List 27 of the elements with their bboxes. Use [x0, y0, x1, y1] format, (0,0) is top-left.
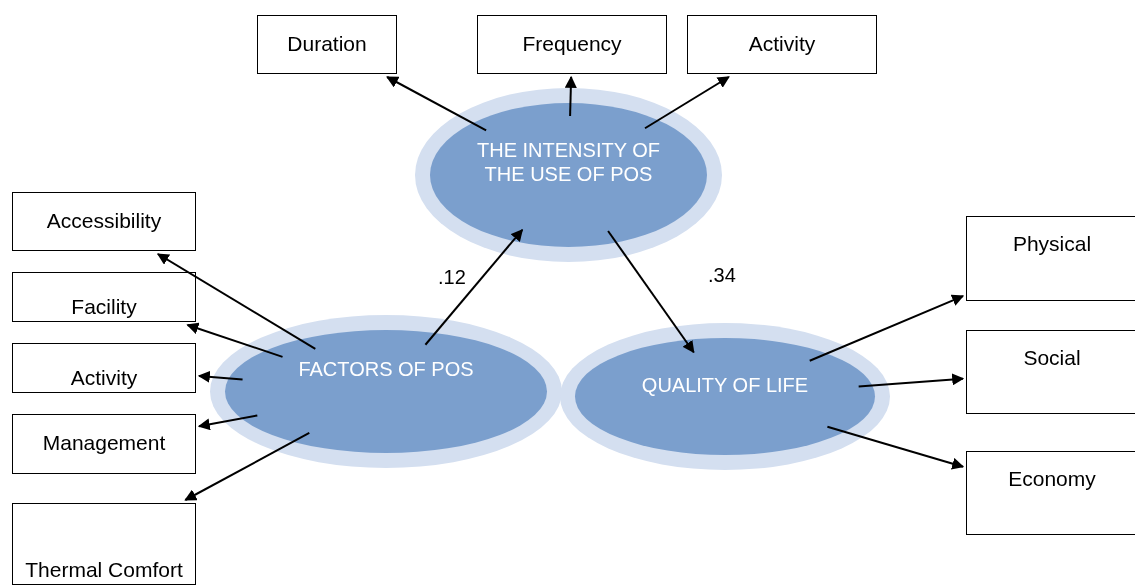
text-box: Accessibility: [12, 192, 196, 251]
text-box: Activity: [687, 15, 877, 74]
node-label: FACTORS OF POS: [297, 357, 475, 381]
text-box: Duration: [257, 15, 397, 74]
node-label: THE INTENSITY OF THE USE OF POS: [476, 138, 661, 186]
arrow: [197, 370, 244, 383]
arrow: [156, 253, 317, 350]
text-box: Physical: [966, 216, 1135, 301]
text-box: Activity: [12, 343, 196, 393]
arrow: [808, 294, 965, 362]
arrow: [386, 76, 488, 132]
arrow: [826, 425, 965, 470]
arrow: [607, 230, 695, 354]
text-box: Thermal Comfort: [12, 503, 196, 585]
arrow: [424, 228, 524, 346]
arrow: [184, 432, 311, 501]
text-box: Economy: [966, 451, 1135, 535]
arrow: [644, 76, 730, 130]
arrow: [197, 414, 259, 431]
arrow: [186, 322, 284, 358]
node-label: QUALITY OF LIFE: [640, 373, 810, 397]
text-box: Facility: [12, 272, 196, 322]
arrow: [564, 75, 577, 117]
text-box: Social: [966, 330, 1135, 414]
arrow: [857, 373, 965, 388]
text-box: Frequency: [477, 15, 667, 74]
text-box: Management: [12, 414, 196, 474]
